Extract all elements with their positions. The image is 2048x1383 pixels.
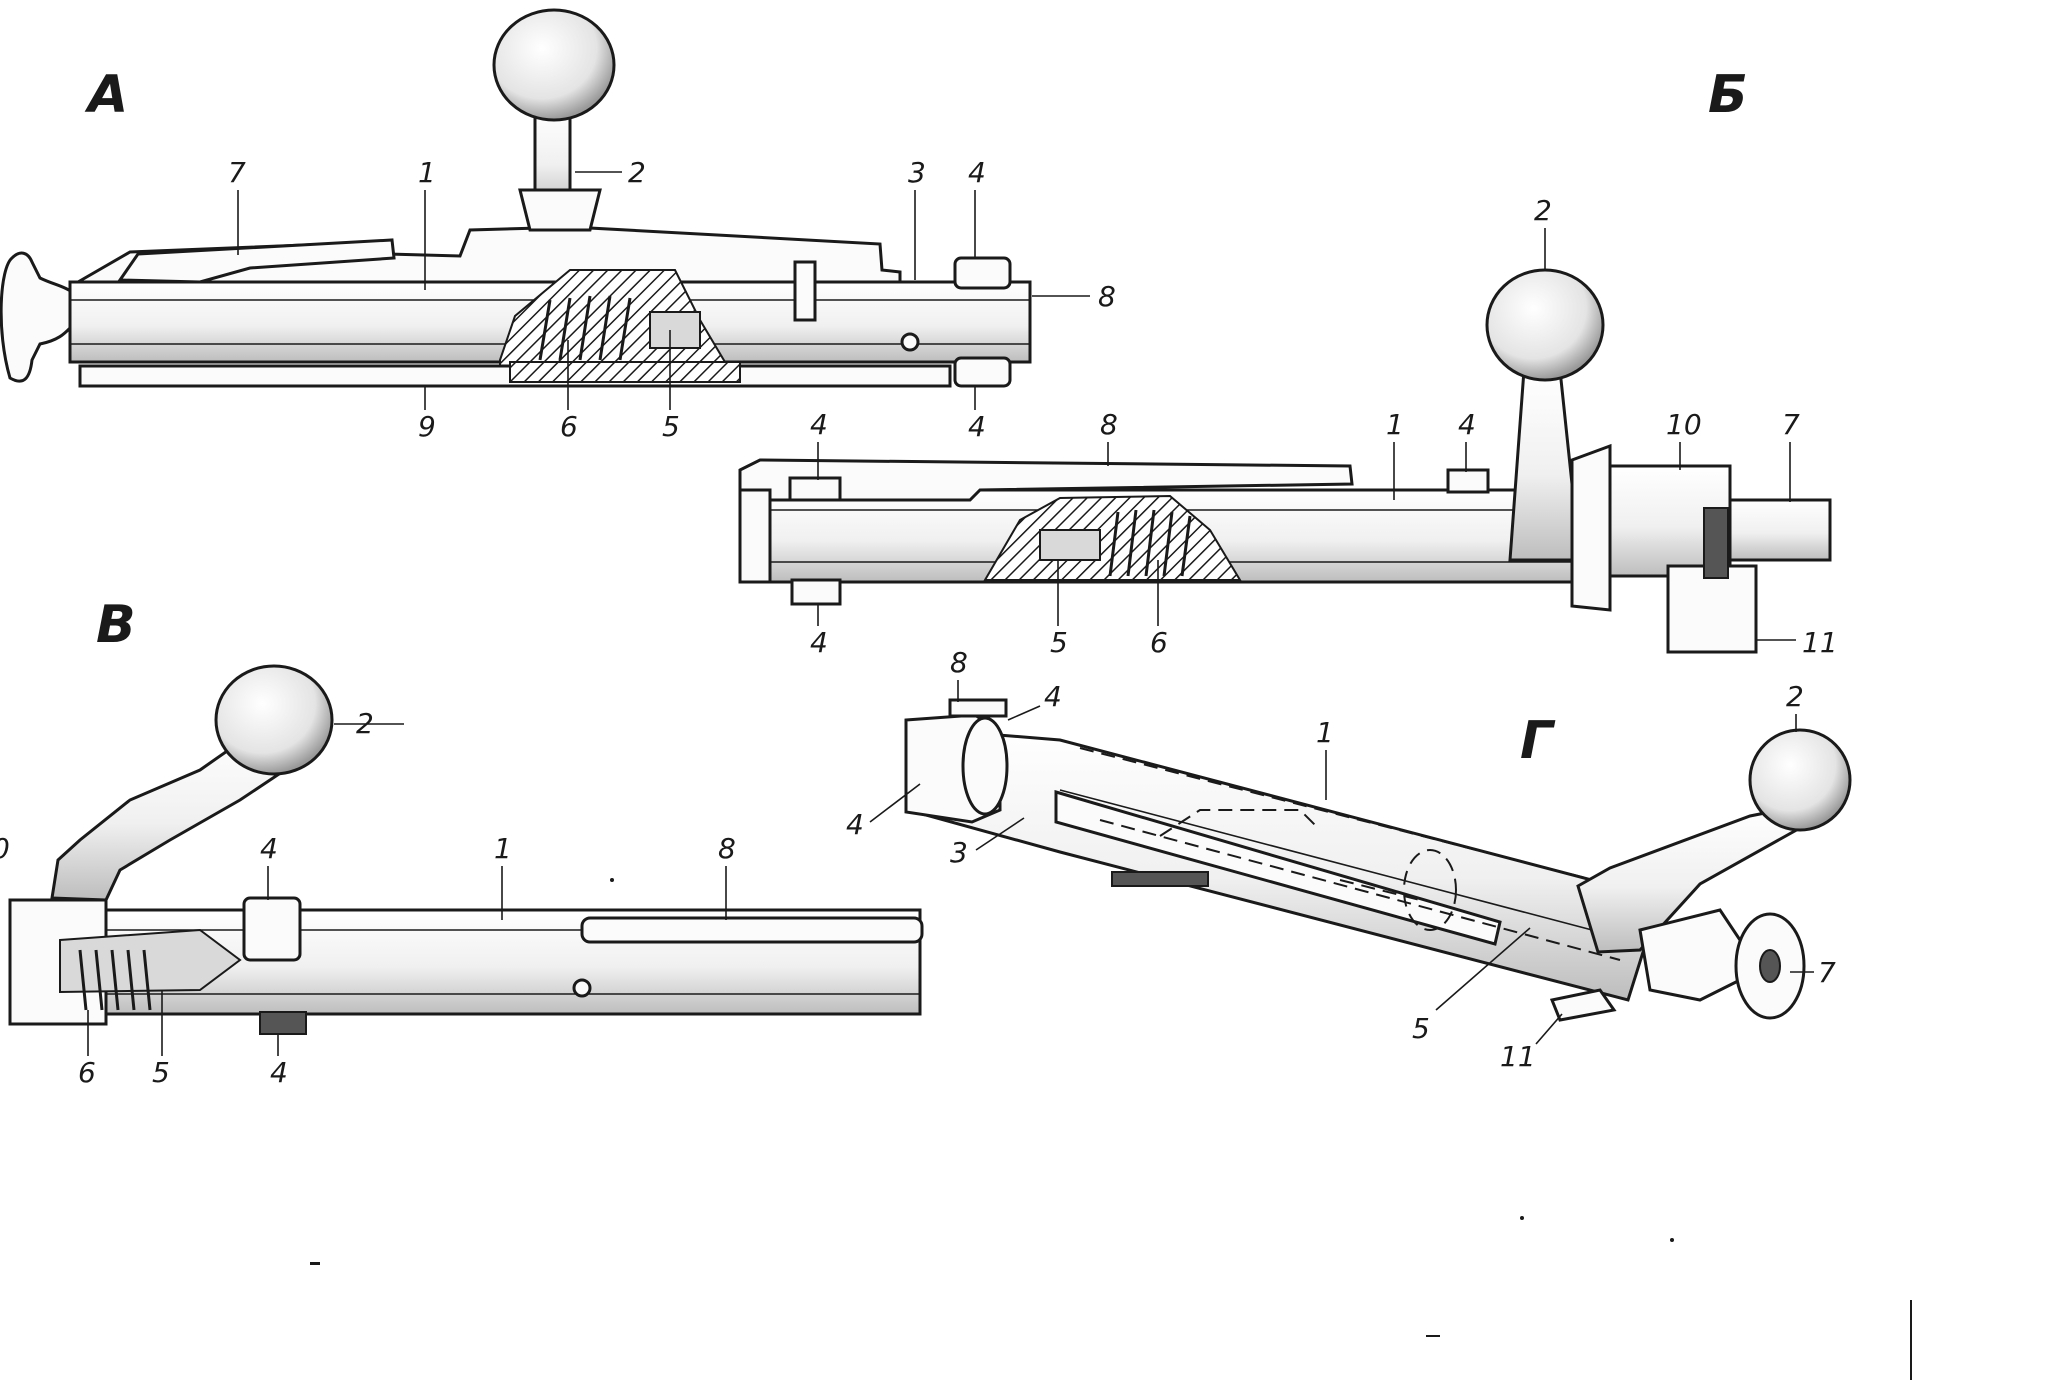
- panel-v-letter: В: [96, 595, 136, 655]
- b-firing-pin-tail: [1728, 498, 1832, 562]
- g-leader-5: [1435, 927, 1531, 1011]
- b-label-4-bottom: 4: [810, 626, 828, 659]
- b-label-2: 2: [1534, 194, 1552, 227]
- a-lower-hatch: [509, 361, 741, 383]
- g-label-8: 8: [950, 646, 968, 679]
- b-lug-top-left: [788, 476, 842, 502]
- g-leader-4-top: [1007, 705, 1041, 721]
- b-bolt-face: [738, 488, 772, 584]
- g-cocking-piece: [1638, 908, 1763, 1002]
- v-lug-top: [242, 896, 302, 962]
- panel-b: Б 8 4 1 4 2: [738, 65, 1838, 659]
- a-stop: [793, 260, 817, 322]
- a-label-9: 9: [418, 410, 436, 443]
- a-firing-pin-part: [649, 311, 701, 349]
- g-body-line: [1059, 789, 1631, 941]
- a-locking-lug-top: [953, 256, 1012, 290]
- b-shroud-detail: [1703, 507, 1729, 579]
- b-label-6: 6: [1150, 626, 1168, 659]
- g-label-3: 3: [950, 836, 968, 869]
- panel-g-letter: Г: [1520, 711, 1556, 771]
- b-bolt-sleeve: [1570, 443, 1612, 612]
- b-firing-pin-part: [1039, 529, 1101, 561]
- scan-specks: [310, 878, 1912, 1380]
- g-leader-11: [1535, 1013, 1563, 1045]
- g-hidden-line: [1159, 809, 1321, 837]
- a-label-3: 3: [908, 156, 926, 189]
- g-lug-bottom: [1111, 871, 1209, 887]
- g-label-2: 2: [1786, 680, 1804, 713]
- a-locking-lug-bottom: [953, 356, 1012, 388]
- panel-g: Г 8 4 1 2 4 3: [846, 646, 1852, 1073]
- v-label-5: 5: [152, 1056, 170, 1089]
- g-leader-3: [975, 817, 1025, 851]
- v-label-4-top: 4: [260, 832, 278, 865]
- v-label-0: 0: [0, 832, 10, 865]
- b-label-4-top-left: 4: [810, 408, 828, 441]
- b-lug-bottom-left: [790, 578, 842, 606]
- a-handle-ball: [492, 8, 616, 122]
- a-label-4-bottom: 4: [968, 410, 986, 443]
- v-label-8: 8: [718, 832, 736, 865]
- g-front-ring: [961, 716, 1009, 816]
- b-lug-top-right: [1446, 468, 1490, 494]
- a-label-5: 5: [662, 410, 680, 443]
- g-hidden-line: [1099, 819, 1621, 961]
- g-leader-4-left: [869, 783, 921, 823]
- a-safety-lever: [117, 238, 396, 284]
- v-label-1: 1: [494, 832, 512, 865]
- b-handle-ball: [1485, 268, 1605, 382]
- b-mainspring: [1108, 509, 1192, 577]
- g-label-5: 5: [1412, 1012, 1430, 1045]
- v-spring-coils: [78, 949, 152, 1011]
- g-hidden-line: [1079, 747, 1641, 893]
- g-lug-top: [948, 698, 1008, 718]
- g-handle-ball: [1748, 728, 1852, 832]
- v-label-6: 6: [78, 1056, 96, 1089]
- v-extractor: [580, 916, 924, 944]
- v-label-4-bottom: 4: [270, 1056, 288, 1089]
- g-label-7: 7: [1818, 956, 1836, 989]
- g-hidden-circle: [1403, 849, 1457, 931]
- v-cocking-cam: [59, 928, 242, 994]
- a-pin: [900, 332, 920, 352]
- a-label-1: 1: [418, 156, 436, 189]
- g-label-11: 11: [1500, 1040, 1536, 1073]
- b-handle-stem: [1508, 368, 1582, 562]
- panel-a-letter: А: [84, 65, 128, 125]
- a-cocking-knob: [0, 251, 74, 383]
- panel-v: В 2 0 4 1 8 6 5 4: [0, 595, 924, 1089]
- a-handle-root: [518, 188, 602, 232]
- g-label-1: 1: [1316, 716, 1334, 749]
- v-pin: [572, 978, 592, 998]
- b-label-5: 5: [1050, 626, 1068, 659]
- v-lug-bottom: [259, 1011, 307, 1035]
- b-label-11: 11: [1802, 626, 1838, 659]
- g-label-4-left: 4: [846, 808, 864, 841]
- g-safety-lever: [1549, 988, 1617, 1022]
- b-label-1: 1: [1386, 408, 1404, 441]
- a-label-8: 8: [1098, 280, 1116, 313]
- b-label-4-top-right: 4: [1458, 408, 1476, 441]
- g-hidden-line: [1339, 879, 1421, 901]
- panel-b-letter: Б: [1708, 65, 1748, 125]
- a-mainspring: [538, 295, 632, 361]
- a-label-7: 7: [228, 156, 246, 189]
- g-label-4-top: 4: [1044, 680, 1062, 713]
- b-label-7: 7: [1782, 408, 1800, 441]
- a-label-2: 2: [628, 156, 646, 189]
- a-label-4-top: 4: [968, 156, 986, 189]
- b-label-10: 10: [1666, 408, 1702, 441]
- b-label-8: 8: [1100, 408, 1118, 441]
- panel-a: А 7 1 2 3: [0, 8, 1116, 443]
- a-label-6: 6: [560, 410, 578, 443]
- v-handle-ball: [214, 664, 334, 776]
- g-knob-center: [1759, 949, 1781, 983]
